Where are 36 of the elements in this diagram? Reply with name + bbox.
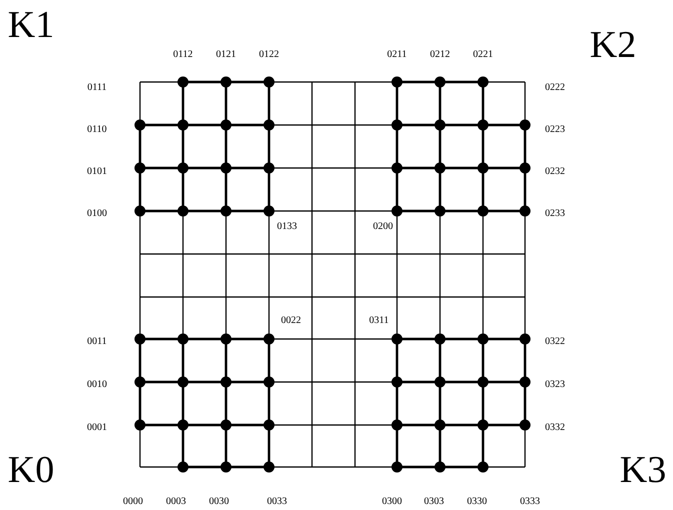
node-address-label: 0000 [123, 497, 143, 507]
node-address-label: 0211 [387, 50, 407, 60]
node-address-label: 0121 [216, 50, 236, 60]
node-address-label: 0112 [173, 50, 193, 60]
node-address-label: 0232 [545, 167, 565, 177]
node-address-label: 0030 [209, 497, 229, 507]
node-address-label: 0110 [87, 125, 107, 135]
quadrant-label: K2 [590, 26, 636, 64]
node-address-label: 0323 [545, 380, 565, 390]
node-address-label: 0332 [545, 423, 565, 433]
node-address-label: 0010 [87, 380, 107, 390]
node-address-label: 0003 [166, 497, 186, 507]
node-address-label: 0221 [473, 50, 493, 60]
node-address-label: 0311 [369, 316, 389, 326]
node-address-label: 0233 [545, 209, 565, 219]
node-address-label: 0200 [373, 222, 393, 232]
node-address-label: 0330 [467, 497, 487, 507]
quadrant-label: K3 [620, 451, 666, 489]
node-address-label: 0333 [520, 497, 540, 507]
node-address-label: 0133 [277, 222, 297, 232]
node-address-label: 0322 [545, 337, 565, 347]
node-address-label: 0223 [545, 125, 565, 135]
node-address-label: 0111 [87, 83, 107, 93]
node-address-label: 0222 [545, 83, 565, 93]
node-address-label: 0122 [259, 50, 279, 60]
node-address-label: 0212 [430, 50, 450, 60]
node-address-label: 0100 [87, 209, 107, 219]
node-address-label: 0033 [267, 497, 287, 507]
node-address-label: 0011 [87, 337, 107, 347]
node-address-label: 0001 [87, 423, 107, 433]
node-address-label: 0022 [281, 316, 301, 326]
node-address-label: 0303 [424, 497, 444, 507]
node-address-label: 0101 [87, 167, 107, 177]
node-address-label: 0300 [382, 497, 402, 507]
quadrant-label: K1 [8, 6, 54, 44]
quadrant-label: K0 [8, 451, 54, 489]
